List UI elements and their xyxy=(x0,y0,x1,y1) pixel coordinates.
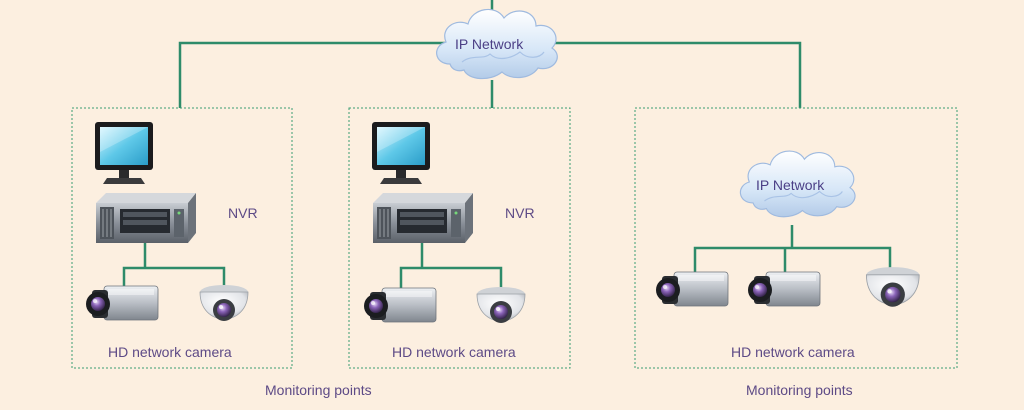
camera-label-site3: HD network camera xyxy=(731,344,855,360)
nvr-icon xyxy=(372,192,474,244)
site-box-3 xyxy=(634,107,958,369)
box-camera-icon xyxy=(85,285,159,321)
site-box-1 xyxy=(71,107,293,369)
site-box-2 xyxy=(348,107,571,369)
box-camera-icon xyxy=(655,271,729,307)
dome-camera-icon xyxy=(476,286,526,324)
monitor-icon xyxy=(372,122,430,184)
camera-label-site2: HD network camera xyxy=(392,344,516,360)
caption-monitoring-left: Monitoring points xyxy=(265,382,372,398)
monitor-icon xyxy=(95,122,153,184)
nvr-icon xyxy=(95,192,197,244)
nvr-label-site1: NVR xyxy=(228,205,258,221)
dome-camera-icon xyxy=(865,266,920,308)
cloud-label-site3: IP Network xyxy=(756,177,825,193)
dome-camera-icon xyxy=(199,284,249,322)
connector-lines xyxy=(122,0,892,292)
camera-label-site1: HD network camera xyxy=(108,344,232,360)
caption-monitoring-right: Monitoring points xyxy=(746,382,853,398)
box-camera-icon xyxy=(747,271,821,307)
cloud-label-main: IP Network xyxy=(455,36,524,52)
nvr-label-site2: NVR xyxy=(505,205,535,221)
box-camera-icon xyxy=(363,287,437,323)
